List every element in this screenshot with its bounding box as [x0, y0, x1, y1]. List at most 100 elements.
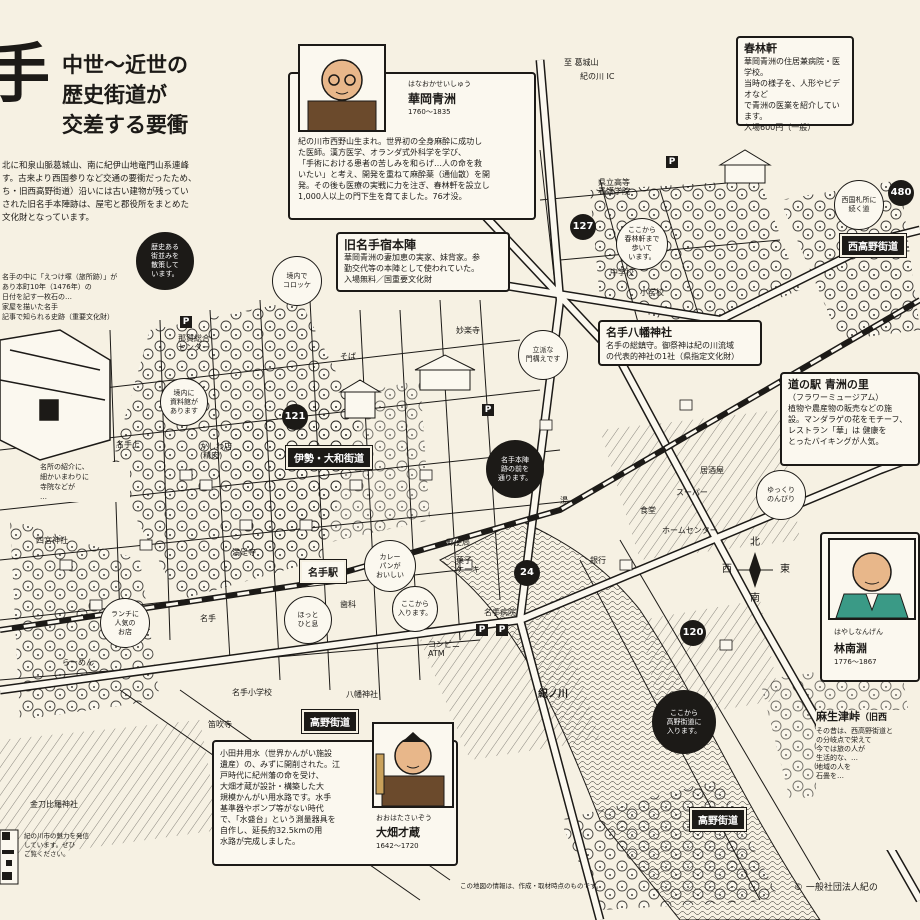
label-kashin: かしわ店 (精肉) [200, 442, 232, 460]
seishu-body: 紀の川市西野山生まれ。世界初の全身麻酔に成功し た医師。漢方医学、オランダ式外科… [298, 136, 530, 202]
left-note: 名手の中に「えつけ塚（旅所跡）」が あり本町10年（1476年）の 日付を記す一… [2, 272, 130, 322]
intro-line: 北に和泉山脈葛城山、南に紀伊山地竜門山系連峰 [2, 161, 190, 171]
parking-icon: P [496, 624, 508, 636]
label-onsen: 湯 [560, 496, 568, 505]
asou-line: 石畳を… [816, 772, 844, 780]
note-line: … [40, 493, 47, 501]
asou-line: その昔は、西高野街道と [816, 727, 893, 735]
footer-note: この地図の情報は、作成・取材時点のものです。 [460, 882, 603, 890]
subtitle-line: 歴史街道が [62, 82, 167, 107]
qr-caption-line: 紀の川市の魅力を発信 [24, 832, 89, 840]
speech-bubble: カレー パンが おいしい [364, 540, 416, 592]
seishu-body-line: 1,000人以上の門下生を育てました。76才没。 [298, 192, 467, 201]
label-manzoku: 満足寺 [232, 548, 256, 557]
label-tanoshi: 名手 [200, 614, 216, 623]
houses [59, 399, 733, 651]
label-shinomiya: 四宮神社 [36, 536, 68, 545]
intro-line: 文化財となっています。 [2, 213, 94, 223]
note-line: あり本町10年（1476年）の [2, 283, 92, 291]
shunrinken-line: で青洲の医業を紹介しています。 [744, 101, 840, 121]
subtitle-line: 中世～近世の [62, 52, 188, 77]
honjin-building [338, 354, 476, 419]
road-label-koya: 高野街道 [301, 709, 359, 734]
compass-south: 南 [750, 593, 760, 604]
ohata-line: 規模かんがい用水路です。水手 [220, 793, 332, 802]
label-izakaya: 居酒屋 [700, 466, 724, 475]
compass-rose [737, 552, 773, 588]
label-convenience: コンビニ ATM [428, 640, 460, 658]
label-dentist: 歯科 [340, 600, 356, 609]
speech-bubble: ほっと ひと息 [284, 596, 332, 644]
honjin-title: 旧名手宿本陣 [344, 238, 417, 252]
asou-line: の分岐点で栄えて [816, 736, 872, 744]
label-meisho-hospital: 名手病院 [484, 608, 516, 617]
speech-bubble: ランチに 人気の お店 [100, 598, 150, 648]
honjin-line: 入場無料／国重要文化財 [344, 275, 432, 284]
ohata-name: 大畑才蔵 [376, 826, 420, 839]
ohata-face-icon [375, 732, 445, 806]
parking-icon: P [180, 316, 192, 328]
label-hospital-top: 県立高等 看護学院 [598, 178, 630, 196]
michinoeki-title: 道の駅 青洲の里 [788, 378, 869, 391]
shunrinken-building [718, 149, 772, 184]
label-elementary: 名手小学校 [232, 688, 272, 697]
seishu-reading: はなおかせいしゅう [408, 80, 471, 88]
ohata-line: で、「水盛台」という測量器具を [220, 815, 336, 824]
michinoeki-line: 植物や農産物の販売などの施 [788, 404, 892, 413]
michinoeki-sub: （フラワーミュージアム） [788, 393, 884, 402]
hayashi-reading: はやしなんげん [834, 628, 883, 636]
hachiman-line: 名手の総鎮守。御祭神は紀の川流域 [606, 341, 734, 350]
intro-line: ち・旧西高野街道）沿いには古い建物が残ってい [2, 187, 189, 197]
road-label-koya-2: 高野街道 [689, 807, 747, 832]
asou-title-suffix: （旧西 [860, 713, 888, 723]
qr-caption: 紀の川市の魅力を発信 しています。ぜひ ご覧ください。 [24, 832, 114, 859]
qr-code [0, 829, 19, 885]
hayashi-years: 1776～1867 [834, 658, 877, 666]
hayashi-face-icon [835, 552, 909, 618]
shunrinken-line: 華岡青洲の住居兼病院・医学校。 [744, 57, 840, 77]
left-note-2: 名所の紹介に、 細かいまわりに 寺院などが … [40, 462, 130, 502]
compass-east: 東 [780, 564, 790, 575]
label-myoraku: 妙楽寺 [456, 326, 480, 335]
intro-line: す。古来より西国参りなど交通の要衝だったため、 [2, 174, 197, 184]
speech-bubble: ここから 春林軒まで 歩いて います。 [616, 218, 668, 270]
shunrinken-title: 春林軒 [744, 42, 777, 55]
label-konpira: 金刀比羅神社 [30, 800, 78, 809]
seishu-body-line: 紀の川市西野山生まれ。世界初の全身麻酔に成功し [298, 137, 483, 146]
speech-bubble: 境内で コロッケ [272, 256, 322, 306]
seishu-body-line: いたい」と考え、開発を重ねて麻酔薬（通仙散）を開 [298, 170, 490, 179]
route-121-marker: 121 [282, 404, 308, 430]
seishu-body-line: 「手術における患者の苦しみを和らげ…人の命を救 [298, 159, 482, 168]
ohata-line: 大畑才蔵が設計・構築した大 [220, 782, 324, 791]
label-parking-center: 那賀総合 センター [178, 334, 210, 352]
parking-icon: P [482, 404, 494, 416]
subtitle: 中世～近世の 歴史街道が 交差する要衝 [62, 50, 188, 140]
shunrinken-line: 当時の様子を、人形やビデオなど [744, 79, 840, 99]
seishu-portrait [298, 44, 386, 132]
honjin-info-box: 旧名手宿本陣 華岡青洲の妻加恵の実家、妹背家。参 勤交代等の本陣として使われてい… [336, 232, 510, 292]
hachiman-title: 名手八幡神社 [606, 326, 672, 339]
ohata-info-box: 小田井用水（世界かんがい施設 遺産）の、みずに開削された。江 戸時代に紀州藩の命… [212, 722, 458, 866]
hachiman-info-box: 名手八幡神社 名手の総鎮守。御祭神は紀の川流域 の代表的神社の1社（県指定文化財… [598, 320, 762, 366]
route-480-marker: 480 [888, 180, 914, 206]
speech-bubble: 名手本陣 跡の前を 通ります。 [486, 440, 544, 498]
big-title-char: 手 [0, 37, 50, 112]
label-ramen: らーめん [62, 658, 94, 667]
speech-bubble: 立派な 門構えです [518, 330, 568, 380]
hayashi-portrait [828, 538, 916, 620]
note-line: 名手の中に「えつけ塚（旅所跡）」が [2, 273, 118, 281]
compass-west: 西 [722, 564, 732, 575]
michinoeki-info-box: 道の駅 青洲の里 （フラワーミュージアム） 植物や農産物の販売などの施 設。マン… [780, 372, 920, 466]
note-line: 寺院などが [40, 483, 75, 491]
label-kihoku-ic: 紀の川 IC [580, 72, 615, 81]
label-home-center: ホームセンター [662, 526, 718, 535]
label-cake: 菓子 ケーキ [456, 556, 480, 574]
seishu-body-line: た医師。漢方医学、オランダ式外科学を学び、 [298, 148, 466, 157]
ohata-line: 遺産）の、みずに開削された。江 [220, 760, 340, 769]
ohata-line: 水路が完成しました。 [220, 837, 300, 846]
compass-north: 北 [750, 537, 760, 548]
hayashi-name: 林南淵 [834, 642, 867, 655]
note-line: 細かいまわりに [40, 473, 89, 481]
label-hachiman-shrine: 八幡神社 [346, 690, 378, 699]
